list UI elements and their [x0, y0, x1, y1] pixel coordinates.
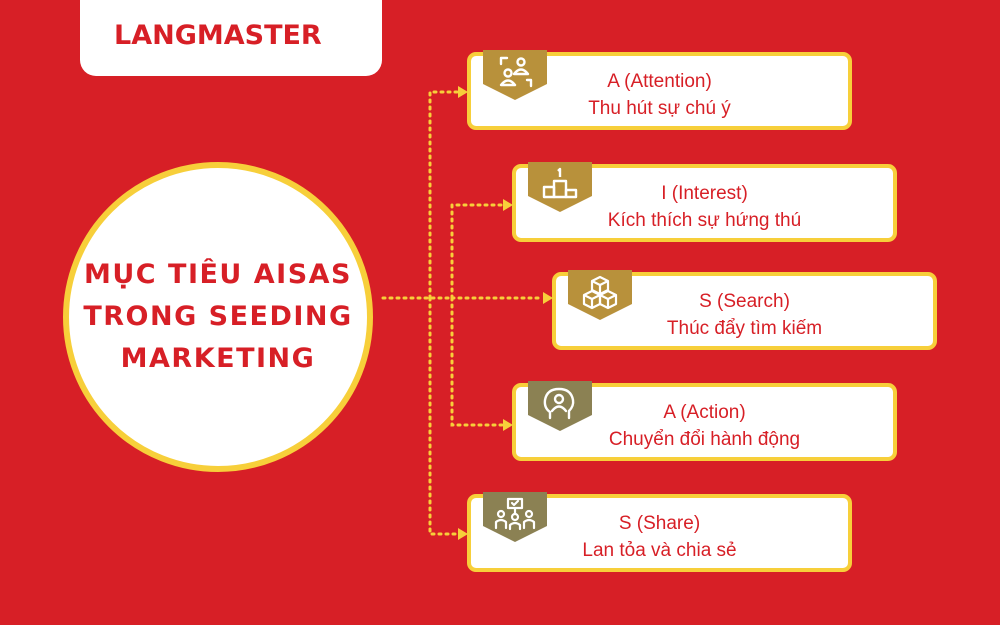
connector-action: [450, 296, 505, 427]
podium-icon: [528, 162, 592, 212]
step-card-share: S (Share) Lan tỏa và chia sẻ: [467, 492, 852, 572]
arrowhead-share: [458, 528, 468, 540]
head-person-icon: [528, 381, 592, 431]
connector-attention: [428, 90, 460, 300]
arrowhead-interest: [503, 199, 513, 211]
step-text-share: S (Share) Lan tỏa và chia sẻ: [471, 510, 848, 564]
step-title-interest: I (Interest): [661, 183, 748, 204]
step-title-action: A (Action): [663, 402, 746, 423]
center-title-line-3: MARKETING: [120, 343, 316, 374]
step-text-action: A (Action) Chuyển đổi hành động: [516, 399, 893, 453]
connector-share: [428, 296, 460, 536]
center-title-line-2: TRONG SEEDING: [83, 301, 353, 332]
brand-logo: LANGMASTER: [114, 20, 322, 51]
boxes-icon: [568, 270, 632, 320]
step-title-search: S (Search): [699, 291, 790, 312]
step-text-attention: A (Attention) Thu hút sự chú ý: [471, 68, 848, 122]
center-circle: MỤC TIÊU AISAS TRONG SEEDING MARKETING: [63, 162, 373, 472]
arrowhead-search: [543, 292, 553, 304]
step-desc-interest: Kích thích sự hứng thú: [607, 210, 802, 231]
center-title-line-1: MỤC TIÊU AISAS: [84, 259, 352, 290]
step-card-action: A (Action) Chuyển đổi hành động: [512, 381, 897, 461]
center-title: MỤC TIÊU AISAS TRONG SEEDING MARKETING: [73, 254, 363, 380]
step-title-share: S (Share): [618, 513, 701, 534]
team-share-icon: [483, 492, 547, 542]
step-title-attention: A (Attention): [607, 71, 712, 92]
step-text-search: S (Search) Thúc đẩy tìm kiếm: [556, 288, 933, 342]
logo-panel: [80, 0, 382, 76]
step-card-attention: A (Attention) Thu hút sự chú ý: [467, 50, 852, 130]
arrowhead-attention: [458, 86, 468, 98]
arrowhead-action: [503, 419, 513, 431]
step-text-interest: I (Interest) Kích thích sự hứng thú: [516, 180, 893, 234]
step-desc-share: Lan tỏa và chia sẻ: [582, 540, 737, 561]
people-exchange-icon: [483, 50, 547, 100]
step-card-interest: I (Interest) Kích thích sự hứng thú: [512, 162, 897, 242]
step-desc-search: Thúc đẩy tìm kiếm: [666, 318, 823, 339]
connector-interest: [450, 203, 505, 300]
step-card-search: S (Search) Thúc đẩy tìm kiếm: [552, 270, 937, 350]
step-desc-attention: Thu hút sự chú ý: [588, 98, 731, 119]
step-desc-action: Chuyển đổi hành động: [608, 429, 801, 450]
